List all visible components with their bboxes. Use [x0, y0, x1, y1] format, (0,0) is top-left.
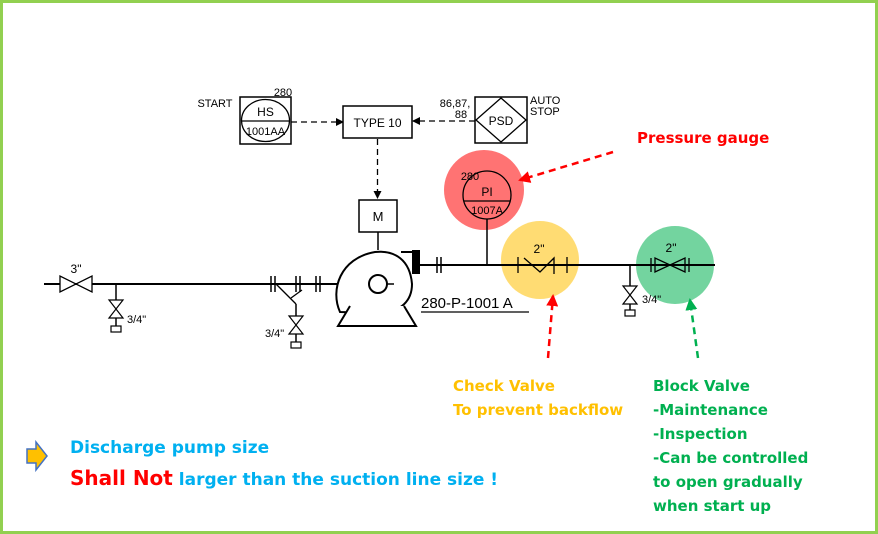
- note-line-2-rest: larger than the suction line size !: [173, 470, 498, 490]
- block-valve-title: Block Valve: [653, 377, 750, 395]
- psd-refs-line1: 86,87,: [440, 98, 471, 110]
- check-valve-highlight: [501, 221, 579, 299]
- pi-number: 1007A: [471, 205, 503, 217]
- hs-tag: HS: [257, 105, 274, 119]
- psd-refs-line2: 88: [455, 109, 467, 121]
- psd-tag: PSD: [489, 114, 514, 128]
- pi-loop-number: 280: [461, 171, 479, 183]
- type10-logic-box: TYPE 10: [342, 105, 413, 139]
- check-valve-arrow: [546, 294, 559, 359]
- type10-label: TYPE 10: [353, 116, 401, 130]
- auto-label: AUTO: [530, 95, 561, 107]
- hs-number: 1001AA: [246, 126, 286, 138]
- check-valve-size: 2": [534, 242, 545, 256]
- hs-loop-number: 280: [274, 87, 292, 99]
- note-line-1: Discharge pump size: [70, 438, 269, 458]
- start-label: START: [197, 98, 232, 110]
- drain-size-3: 3/4": [642, 294, 661, 306]
- motor: M: [358, 199, 398, 250]
- block-valve-arrow: [685, 298, 700, 359]
- arrow-right-icon: [26, 439, 48, 473]
- pump-tag: 280-P-1001 A: [421, 295, 513, 312]
- pressure-indicator: 280 PI 1007A: [461, 170, 512, 265]
- block-valve-line-4: to open gradually: [653, 473, 803, 491]
- suction-valve-size: 3": [71, 262, 82, 276]
- motor-label: M: [373, 209, 384, 224]
- pi-tag: PI: [481, 185, 492, 199]
- suction-line: 3" 3/4" 3/4": [44, 262, 340, 349]
- drain-size-2: 3/4": [265, 328, 284, 340]
- pressure-gauge-arrow: [518, 150, 614, 183]
- discharge-line: 2" 3/4" 2": [420, 241, 715, 317]
- check-valve-title: Check Valve: [453, 377, 555, 395]
- stop-label: STOP: [530, 106, 560, 118]
- psd-instrument: PSD 86,87, 88 AUTO STOP: [440, 95, 561, 144]
- block-valve-line-3: -Can be controlled: [653, 449, 808, 467]
- pump: 280-P-1001 A: [335, 250, 529, 327]
- pressure-gauge-highlight: [444, 150, 524, 230]
- block-valve-line-1: -Maintenance: [653, 401, 768, 419]
- block-valve-line-5: when start up: [653, 497, 771, 515]
- pressure-gauge-label: Pressure gauge: [637, 129, 769, 147]
- block-valve-line-2: -Inspection: [653, 425, 748, 443]
- shall-not-text: Shall Not: [70, 466, 173, 490]
- hs-instrument: HS 1001AA 280 START: [197, 87, 292, 145]
- note-line-2: Shall Not larger than the suction line s…: [70, 466, 498, 490]
- drain-size-1: 3/4": [127, 314, 146, 326]
- check-valve-desc: To prevent backflow: [453, 401, 623, 419]
- block-valve-size: 2": [666, 241, 677, 255]
